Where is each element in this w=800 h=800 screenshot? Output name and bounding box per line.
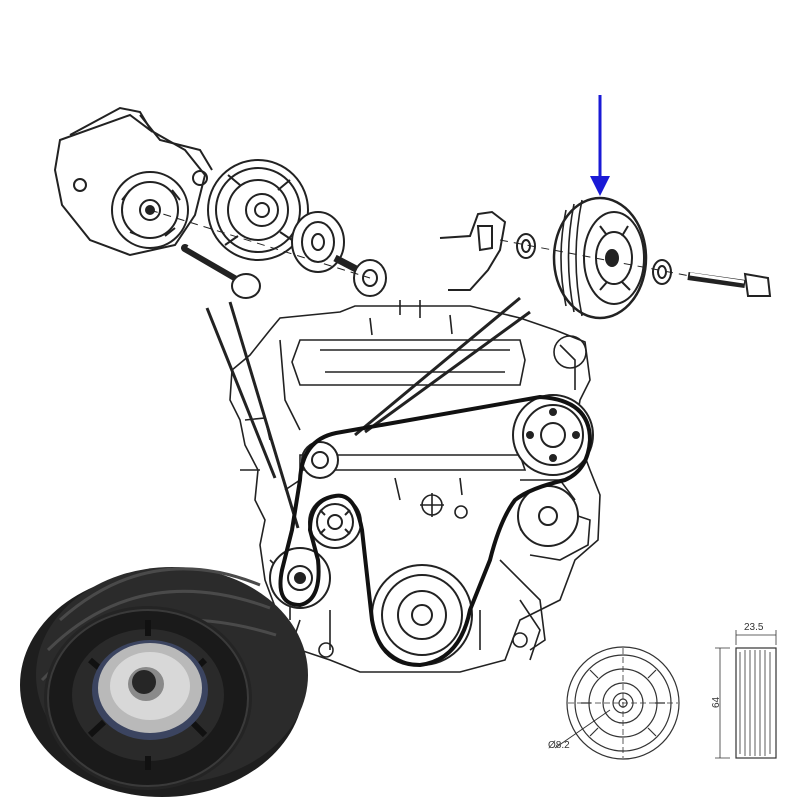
technical-drawing-front-view — [554, 646, 680, 760]
pointer-arrow — [590, 95, 610, 196]
drive-belt — [278, 395, 592, 667]
bore-diameter-label: Ø8.2 — [548, 740, 570, 751]
width-label: 23.5 — [744, 622, 764, 633]
technical-drawing-side-view — [715, 630, 777, 759]
idler-pulley-exploded — [439, 196, 772, 320]
outer-diameter-label: 64 — [711, 696, 722, 708]
engine-pulleys — [269, 394, 594, 666]
leader-lines — [205, 296, 531, 529]
pulley-photo — [20, 567, 308, 797]
tensioner-assembly-exploded — [53, 106, 387, 299]
bore-leader-line — [554, 709, 611, 749]
